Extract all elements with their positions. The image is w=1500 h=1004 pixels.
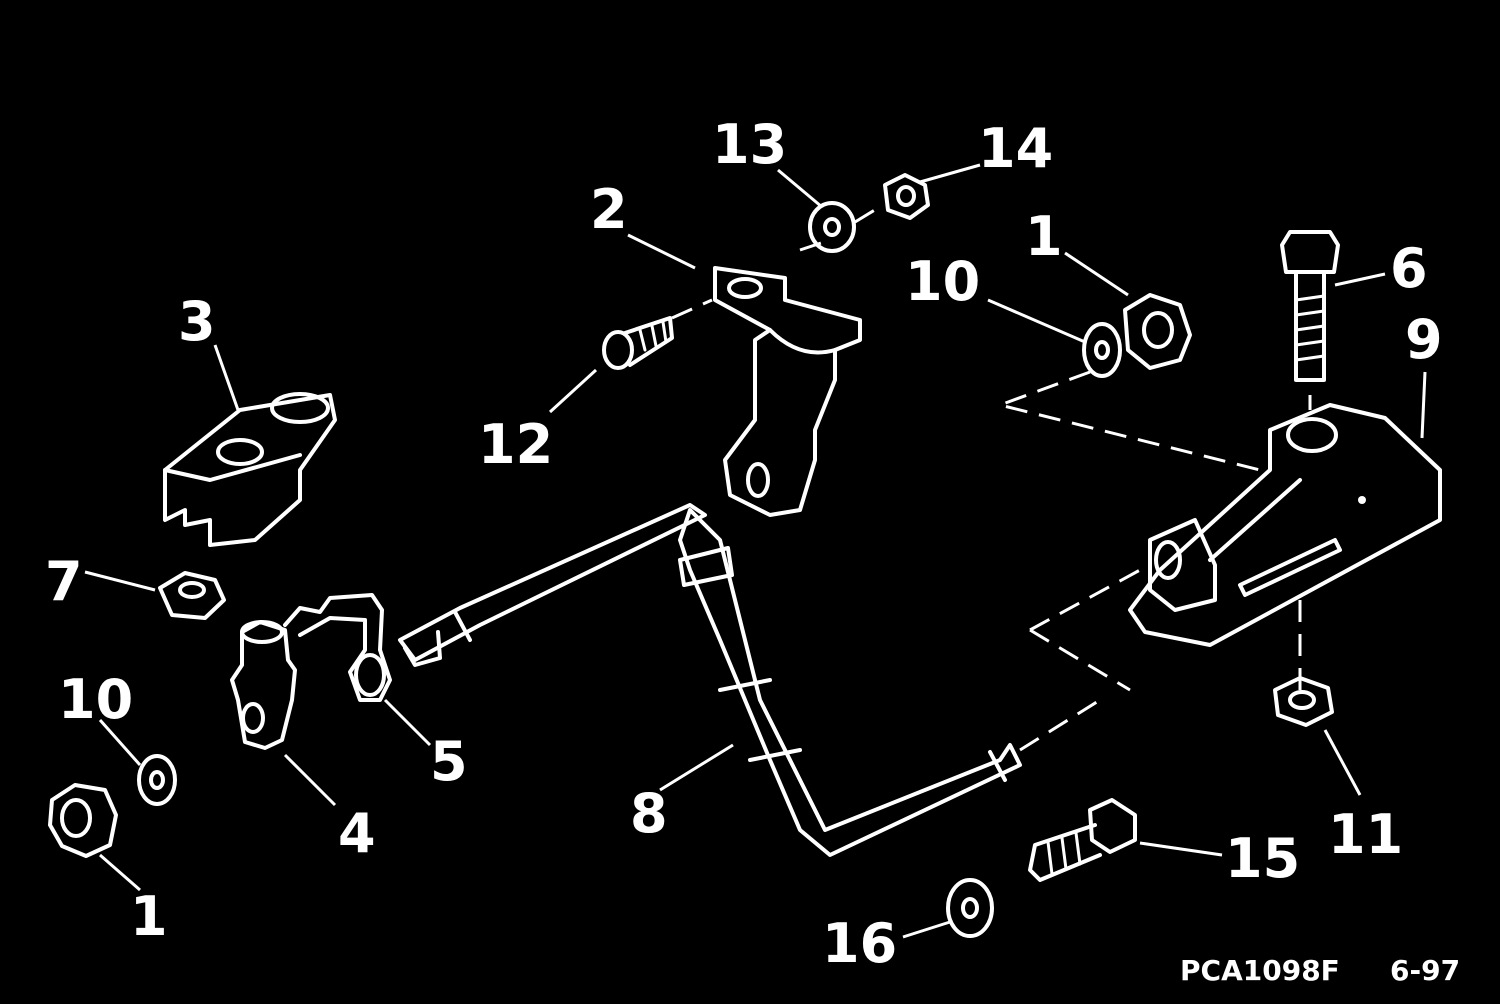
- callout-7: 7: [45, 550, 83, 613]
- part-1-nut-left: [48, 783, 118, 858]
- callout-1-left: 1: [130, 885, 168, 948]
- part-6-bolt: [1280, 230, 1340, 382]
- callout-10-left: 10: [58, 668, 133, 731]
- callout-13: 13: [712, 113, 787, 176]
- callout-16: 16: [822, 912, 897, 975]
- part-9-plate: [1128, 403, 1442, 647]
- callout-4: 4: [338, 802, 376, 865]
- part-10-washer-left: [137, 754, 177, 806]
- part-12-screw: [602, 316, 674, 370]
- callout-6: 6: [1390, 237, 1428, 300]
- part-10-washer-right: [1082, 322, 1122, 378]
- callout-14: 14: [978, 117, 1053, 180]
- part-4-ball-joint: [230, 620, 297, 750]
- callout-9: 9: [1405, 308, 1443, 371]
- part-14-nut: [883, 173, 930, 220]
- callout-12: 12: [478, 413, 553, 476]
- part-3-clamp-block: [163, 392, 337, 547]
- callout-1-right: 1: [1025, 205, 1063, 268]
- part-13-washer: [808, 201, 856, 253]
- part-11-nut: [1273, 676, 1334, 727]
- callout-15: 15: [1225, 827, 1300, 890]
- part-7-nut: [158, 571, 226, 620]
- callout-10-right: 10: [905, 250, 980, 313]
- callout-3: 3: [178, 290, 216, 353]
- part-15-bolt: [1028, 798, 1137, 882]
- figure-code: PCA1098F: [1180, 954, 1340, 987]
- assembly-lines: [671, 203, 1312, 752]
- leader-lines: [84, 163, 1427, 939]
- part-2-bracket: [713, 266, 862, 517]
- callout-8: 8: [630, 782, 668, 845]
- figure-date: 6-97: [1390, 954, 1460, 987]
- callout-11: 11: [1328, 803, 1403, 866]
- part-8-shift-rod: [398, 503, 1022, 857]
- callout-2: 2: [590, 178, 628, 241]
- part-1-nut-right: [1123, 293, 1192, 370]
- figure-footer: PCA1098F 6-97: [1180, 954, 1460, 987]
- callouts: 13 14 2 1 10 6 9 3 12 7 10 5 4 8 11 15 1…: [45, 113, 1443, 975]
- part-16-washer: [946, 878, 994, 938]
- callout-5: 5: [430, 730, 468, 793]
- part-5-clip: [283, 593, 392, 702]
